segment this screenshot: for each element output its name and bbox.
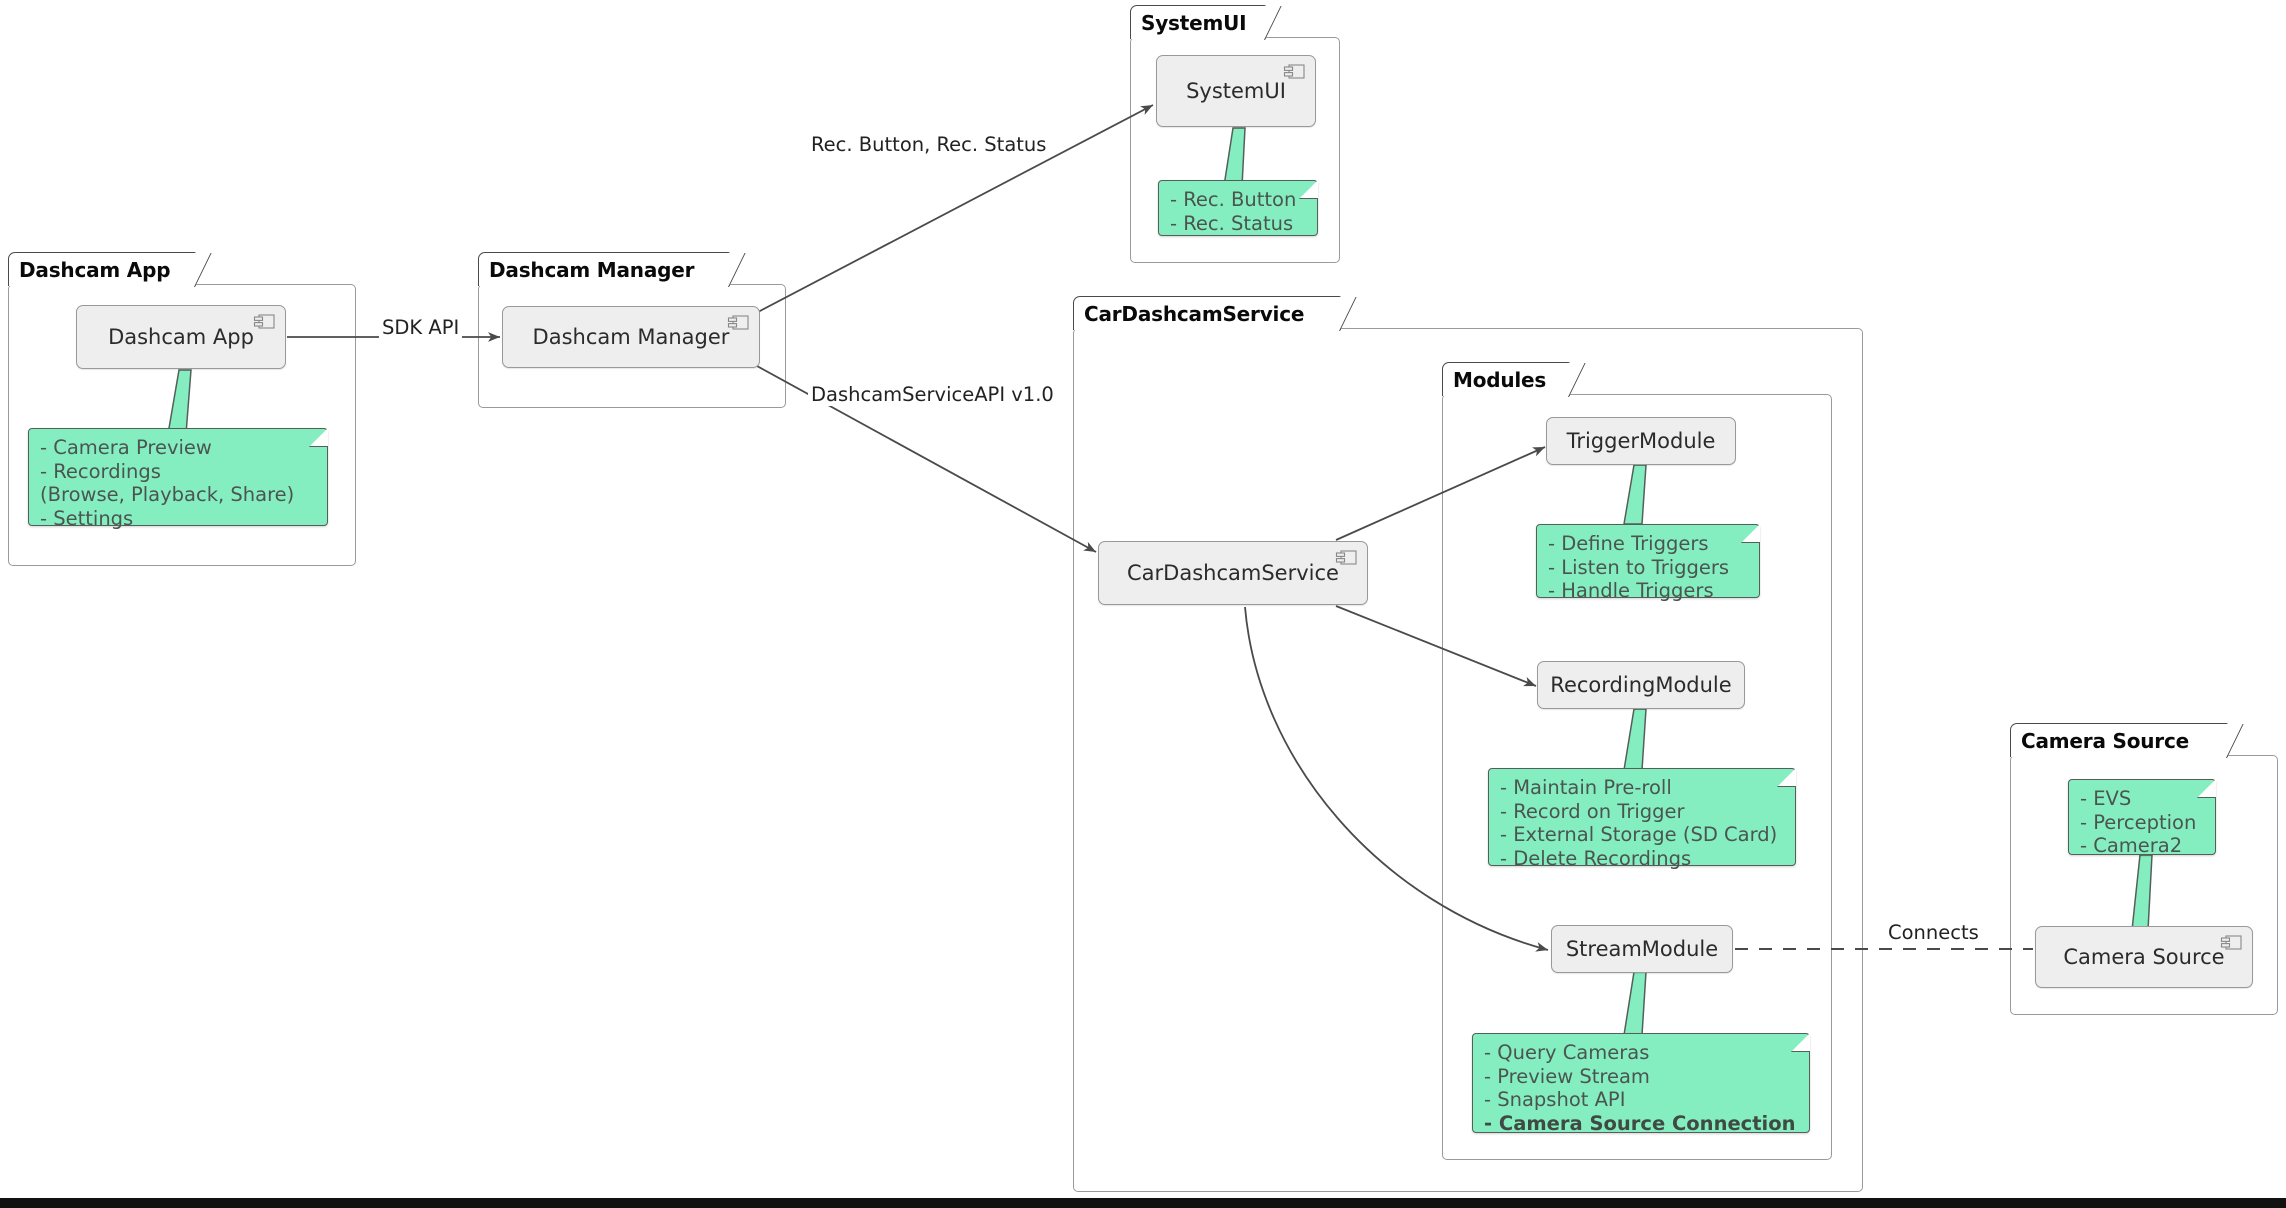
note-line: - Settings [40,506,134,530]
package-label-dashcam-app: Dashcam App [8,252,196,286]
note-dogear-icon [1741,524,1760,543]
component-cardashcamservice[interactable]: CarDashcamService [1098,541,1368,605]
component-systemui[interactable]: SystemUI [1156,55,1316,127]
note-line: - Delete Recordings [1500,846,1692,870]
note-dogear-icon [1777,768,1796,787]
edge-label-rec-button-status: Rec. Button, Rec. Status [808,133,1050,156]
package-title: Camera Source [2021,728,2189,753]
component-icon [1283,64,1305,79]
package-title: CarDashcamService [1084,301,1305,326]
component-label: Camera Source [2063,945,2225,969]
note-dogear-icon [309,428,328,447]
note-line: - Listen to Triggers [1548,555,1730,579]
package-label-dashcam-manager: Dashcam Manager [478,252,730,286]
note-systemui: - Rec. Button - Rec. Status [1158,180,1318,236]
note-line: - Preview Stream [1484,1064,1650,1088]
note-dogear-icon [1791,1033,1810,1052]
component-camera-source[interactable]: Camera Source [2035,926,2253,988]
component-label: Dashcam App [108,325,254,349]
component-icon [727,315,749,330]
package-title: SystemUI [1141,10,1247,35]
note-line: - Camera2 [2080,834,2183,857]
note-line: - EVS [2080,787,2132,810]
component-icon [2220,935,2242,950]
note-line: - Perception [2080,810,2197,834]
component-streammodule[interactable]: StreamModule [1551,925,1733,973]
note-dashcam-app: - Camera Preview - Recordings (Browse, P… [28,428,328,530]
edge-label-sdk-api: SDK API [379,316,463,339]
component-dashcam-manager[interactable]: Dashcam Manager [502,306,760,368]
note-dogear-icon [1299,180,1318,199]
note-line: - Record on Trigger [1500,799,1685,823]
note-trigger-module: - Define Triggers - Listen to Triggers -… [1536,524,1760,602]
package-title: Modules [1453,367,1547,392]
note-line: (Browse, Playback, Share) [40,483,295,506]
component-triggermodule[interactable]: TriggerModule [1546,417,1736,465]
note-line: - Maintain Pre-roll [1500,776,1672,799]
note-stream-module: - Query Cameras - Preview Stream - Snaps… [1472,1033,1810,1135]
edge-label-connects: Connects [1885,921,1982,944]
note-line: - Define Triggers [1548,532,1709,555]
component-dashcam-app[interactable]: Dashcam App [76,305,286,369]
edge-label-dashcam-service-api: DashcamServiceAPI v1.0 [808,383,1057,406]
package-label-camera-source: Camera Source [2010,723,2228,757]
note-recording-module: - Maintain Pre-roll - Record on Trigger … [1488,768,1796,870]
window-bottom-bar [0,1198,2286,1208]
component-label: StreamModule [1565,937,1719,961]
package-label-cardashcamservice: CarDashcamService [1073,296,1341,330]
component-label: TriggerModule [1566,429,1716,453]
note-line: - Snapshot API [1484,1088,1626,1111]
note-line: - Recordings [40,459,161,483]
package-title: Dashcam App [19,257,171,282]
component-label: Dashcam Manager [532,325,730,349]
package-label-systemui: SystemUI [1130,5,1266,39]
note-dogear-icon [2197,779,2216,798]
note-line: - Camera Preview [40,436,212,459]
note-line: - Rec. Button [1170,188,1297,211]
note-camera-source: - EVS - Perception - Camera2 [2068,779,2216,857]
note-line: - Handle Triggers [1548,579,1714,602]
note-line: - External Storage (SD Card) [1500,823,1778,846]
note-line: - Camera Source Connection [1484,1111,1796,1135]
component-label: RecordingModule [1550,673,1732,697]
package-label-modules: Modules [1442,362,1570,396]
component-icon [1335,550,1357,565]
package-title: Dashcam Manager [489,257,695,282]
note-line: - Query Cameras [1484,1041,1650,1064]
component-icon [253,314,275,329]
note-line: - Rec. Status [1170,211,1294,235]
component-label: SystemUI [1186,79,1286,103]
component-label: CarDashcamService [1127,561,1339,585]
component-recordingmodule[interactable]: RecordingModule [1537,661,1745,709]
